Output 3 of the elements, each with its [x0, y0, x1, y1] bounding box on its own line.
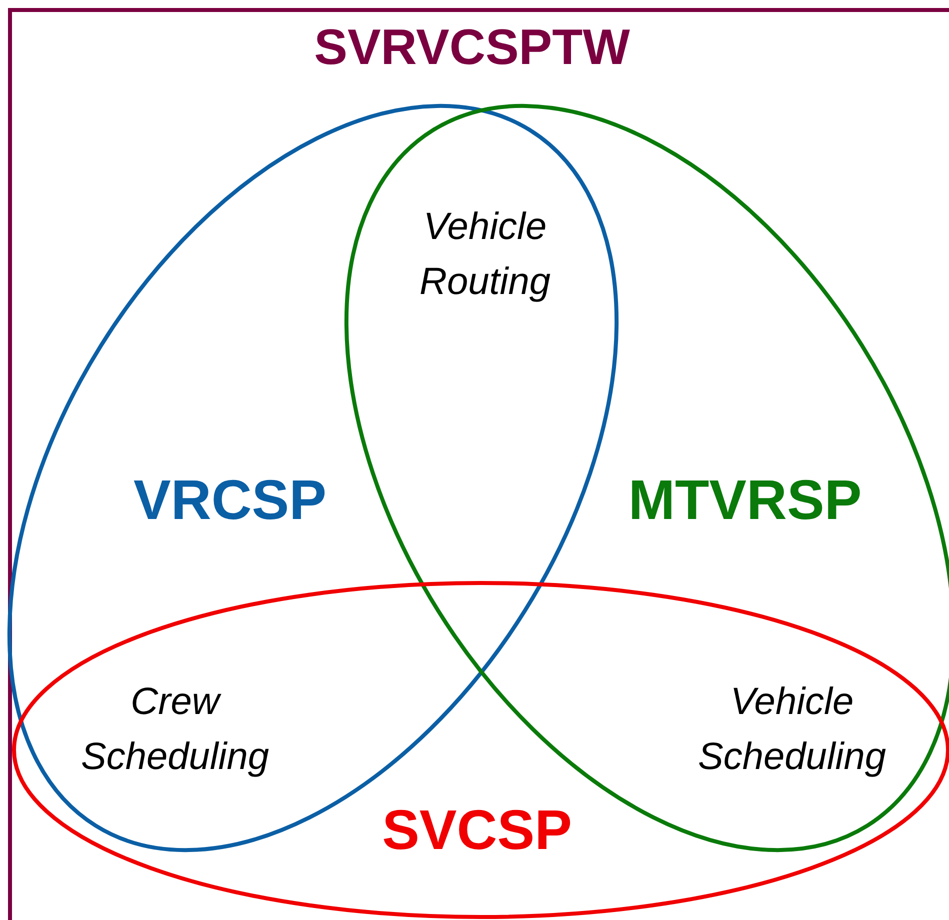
- set-label: VRCSP: [134, 472, 326, 528]
- overlap-label: Crew Scheduling: [80, 680, 270, 780]
- frame-label: SVRVCSPTW: [313, 22, 631, 72]
